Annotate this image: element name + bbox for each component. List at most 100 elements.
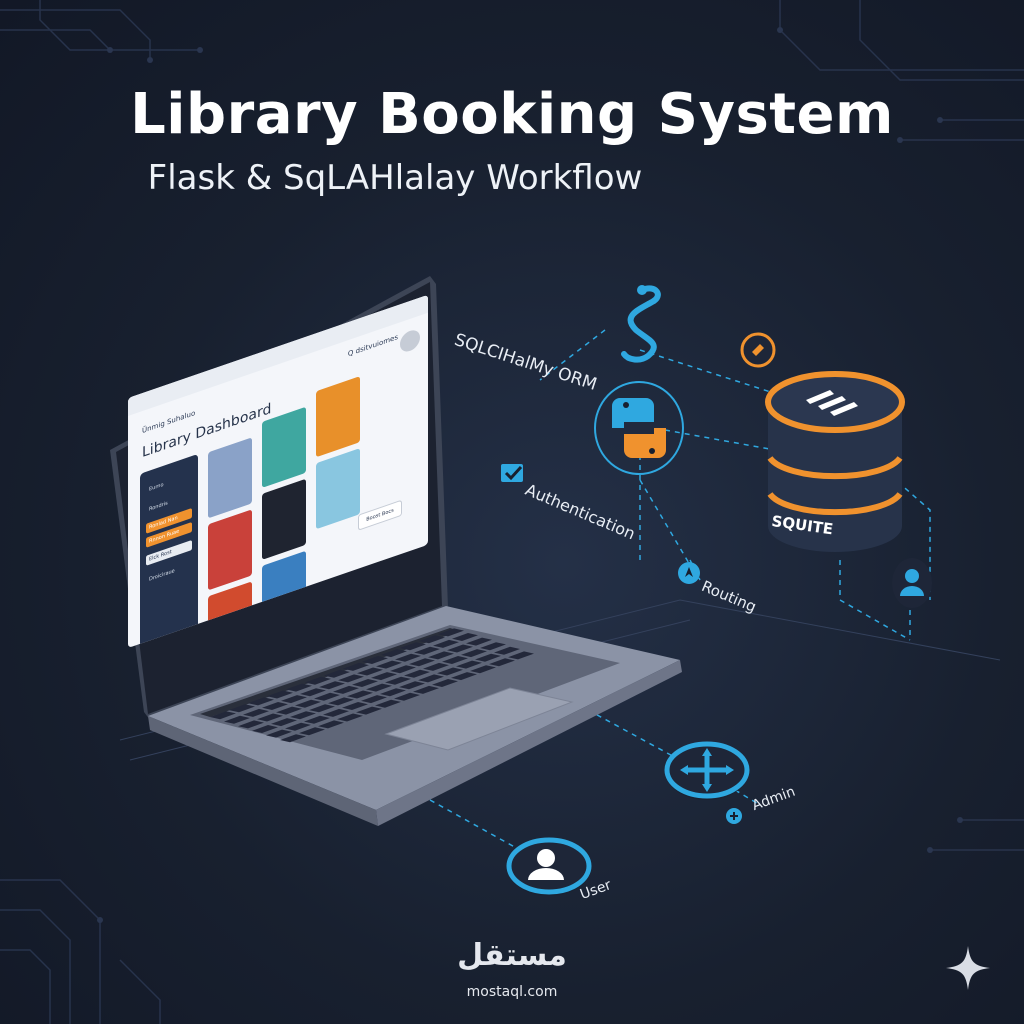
page-title: Library Booking System	[130, 82, 894, 147]
keyboard-key	[300, 688, 326, 697]
keyboard-key	[318, 720, 344, 729]
keyboard-key	[366, 683, 392, 692]
keyboard-key	[281, 695, 307, 704]
keyboard-key	[352, 679, 378, 687]
keyboard-key	[299, 727, 325, 736]
keyboard-key	[419, 635, 445, 644]
keyboard-key	[210, 711, 236, 720]
keyboard-key	[456, 660, 482, 669]
keyboard-key	[295, 699, 321, 708]
user-icon	[892, 558, 932, 608]
keyboard-key	[385, 676, 411, 685]
keyboard-key	[266, 729, 292, 738]
keyboard-key	[390, 665, 416, 674]
keyboard-key	[447, 644, 473, 653]
keyboard-key	[489, 658, 515, 667]
keyboard-key	[480, 642, 506, 651]
keyboard-key	[229, 704, 255, 713]
keyboard-key	[309, 704, 335, 713]
keyboard-key	[257, 713, 283, 722]
python-snake-icon	[621, 285, 661, 363]
book-cover[interactable]	[208, 509, 252, 591]
keyboard-key	[423, 662, 449, 671]
book-cover[interactable]	[262, 406, 306, 488]
keyboard-key	[371, 672, 397, 681]
keyboard-key	[324, 669, 350, 678]
keyboard-key	[437, 667, 463, 676]
keyboard-key	[248, 697, 274, 706]
browse-books-button[interactable]: Boost Bocs	[358, 499, 402, 531]
keyboard-key	[461, 649, 487, 658]
keyboard-key	[333, 685, 359, 694]
keyboard-key	[494, 646, 520, 655]
keyboard-key	[280, 734, 306, 743]
avatar[interactable]	[400, 327, 420, 355]
keyboard-key	[285, 722, 311, 731]
keyboard-key	[409, 658, 435, 667]
compass-icon[interactable]	[664, 740, 750, 802]
dashboard-sidebar: Eurno Rondris Ronlad Nan Rnnon Ruae Elck…	[140, 453, 198, 648]
keyboard-key	[305, 676, 331, 685]
keyboard-key	[286, 683, 312, 692]
keyboard-key	[224, 715, 250, 724]
keyboard-key	[475, 653, 501, 662]
keyboard-key	[466, 637, 492, 646]
keyboard-key	[347, 690, 373, 699]
keyboard	[210, 628, 534, 743]
keyboard-key	[418, 674, 444, 683]
config-badge-icon	[740, 332, 776, 368]
brand-url[interactable]: mostaql.com	[466, 984, 558, 1000]
keyboard-key	[414, 646, 440, 655]
book-cover[interactable]	[316, 448, 360, 530]
keyboard-key	[451, 672, 477, 681]
keyboard-key	[361, 695, 387, 704]
keyboard-key	[290, 711, 316, 720]
keyboard-key	[375, 699, 401, 708]
routing-icon	[678, 562, 700, 584]
sidebar-item[interactable]: Droiciraue	[149, 567, 175, 583]
sparkle-icon	[946, 946, 990, 990]
keyboard-key	[362, 656, 388, 664]
keyboard-key	[338, 674, 364, 683]
keyboard-key	[433, 639, 459, 648]
keyboard-key	[395, 653, 421, 662]
keyboard-key	[380, 688, 406, 697]
keyboard-key	[243, 708, 269, 717]
keyboard-key	[314, 692, 340, 701]
keyboard-key	[267, 690, 293, 699]
keyboard-key	[394, 692, 420, 701]
keyboard-key	[470, 665, 496, 674]
keyboard-key	[252, 725, 278, 733]
keyboard-key	[238, 720, 264, 729]
book-cover[interactable]	[208, 437, 252, 519]
keyboard-key	[304, 715, 330, 724]
flask-arrows-icon	[806, 390, 858, 416]
keyboard-key	[404, 669, 430, 678]
keyboard-key	[399, 681, 425, 690]
keyboard-key	[356, 706, 382, 715]
keyboard-key	[328, 697, 354, 706]
keyboard-key	[276, 706, 302, 715]
database-icon	[765, 371, 905, 552]
keyboard-key	[262, 702, 288, 710]
keyboard-key	[442, 656, 468, 664]
keyboard-key	[271, 718, 297, 727]
keyboard-key	[452, 633, 478, 641]
book-cover[interactable]	[316, 376, 360, 458]
keyboard-key	[319, 681, 345, 690]
keyboard-key	[438, 628, 464, 637]
keyboard-key	[323, 708, 349, 717]
keyboard-key	[337, 713, 363, 722]
admin-icon	[726, 808, 742, 824]
keyboard-key	[508, 651, 534, 660]
book-cover[interactable]	[262, 478, 306, 560]
checkmark-icon	[501, 464, 523, 482]
keyboard-key	[432, 679, 458, 687]
user-node-icon[interactable]	[506, 836, 592, 898]
keyboard-key	[400, 642, 426, 651]
keyboard-key	[342, 702, 368, 710]
keyboard-key	[413, 685, 439, 694]
keyboard-key	[428, 651, 454, 660]
page-subtitle: Flask & SqLAHlalay Workflow	[147, 158, 643, 198]
laptop: Ūnmig Suhaluo Library Dashboard Q dsitvu…	[100, 270, 700, 830]
